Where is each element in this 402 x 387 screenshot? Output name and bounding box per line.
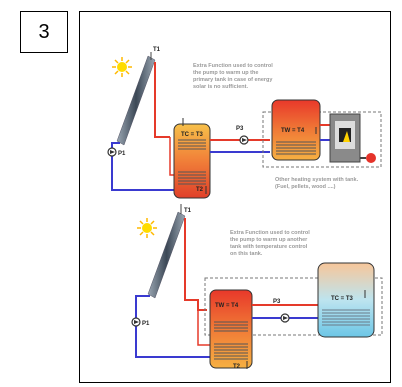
solar-panel bbox=[147, 211, 186, 299]
top-pump-p1-label: P1 bbox=[118, 151, 126, 157]
bottom-primary-tank bbox=[209, 289, 253, 369]
top-diagram: T1 P1 TC = T3 T2 P3 bbox=[107, 47, 382, 199]
step-number: 3 bbox=[38, 20, 50, 43]
bottom-dashed-box bbox=[204, 277, 383, 336]
bottom-primary-tank-coil bbox=[214, 321, 248, 360]
bottom-secondary-tank-coil bbox=[322, 309, 370, 326]
bottom-pump-p3-label: P3 bbox=[273, 299, 281, 305]
top-note-line-2: the pump to warm up the bbox=[193, 70, 258, 76]
top-secondary-tank-coil bbox=[276, 141, 316, 155]
bottom-secondary-tank-label: TC = T3 bbox=[331, 296, 354, 302]
top-sensor-t2: T2 bbox=[196, 187, 204, 193]
top-primary-tank-coil bbox=[178, 139, 206, 185]
top-hot-flow-pipe bbox=[154, 62, 170, 138]
bottom-sensor-t1: T1 bbox=[184, 208, 192, 214]
sun-icon bbox=[112, 57, 132, 77]
solar-panel bbox=[116, 55, 156, 146]
bottom-note-line-1: Extra Function used to control bbox=[230, 230, 310, 236]
boiler-icon bbox=[320, 113, 376, 163]
top-note-line-1: Extra Function used to control bbox=[193, 63, 273, 69]
top-note-line-4: solar is no sufficient. bbox=[193, 84, 248, 90]
bottom-diagram: T1 P1 TW = T4 T2 P3 bbox=[131, 204, 383, 370]
top-cold-return-pipe bbox=[111, 142, 185, 191]
bottom-primary-tank-label: TW = T4 bbox=[215, 303, 239, 309]
bottom-pump-p1-label: P1 bbox=[142, 321, 150, 327]
top-primary-tank-label: TC = T3 bbox=[181, 132, 204, 138]
top-heater-line-1: Other heating system with tank. bbox=[275, 177, 359, 183]
top-note-line-3: primary tank in case of energy bbox=[193, 77, 273, 83]
top-heater-dashed-box bbox=[262, 111, 382, 168]
sun-icon bbox=[137, 218, 157, 238]
top-heater-line-2: (Fuel, pellets, wood ....) bbox=[275, 184, 336, 190]
bottom-note: Extra Function used to control the pump … bbox=[230, 230, 310, 257]
bottom-hot-flow-pipe bbox=[184, 218, 207, 311]
top-sensor-t1: T1 bbox=[153, 47, 161, 53]
bottom-note-line-3: tank with temperature control bbox=[230, 244, 308, 250]
top-secondary-tank-label: TW = T4 bbox=[281, 128, 305, 134]
bottom-note-line-4: on this tank. bbox=[230, 251, 263, 257]
top-heater-note: Other heating system with tank. (Fuel, p… bbox=[275, 177, 359, 190]
bottom-sensor-t2: T2 bbox=[233, 364, 241, 370]
step-number-box: 3 bbox=[20, 11, 68, 53]
bottom-note-line-2: the pump to warm up another bbox=[230, 237, 308, 243]
top-note: Extra Function used to control the pump … bbox=[193, 63, 273, 90]
top-pump-p3-label: P3 bbox=[236, 126, 244, 132]
